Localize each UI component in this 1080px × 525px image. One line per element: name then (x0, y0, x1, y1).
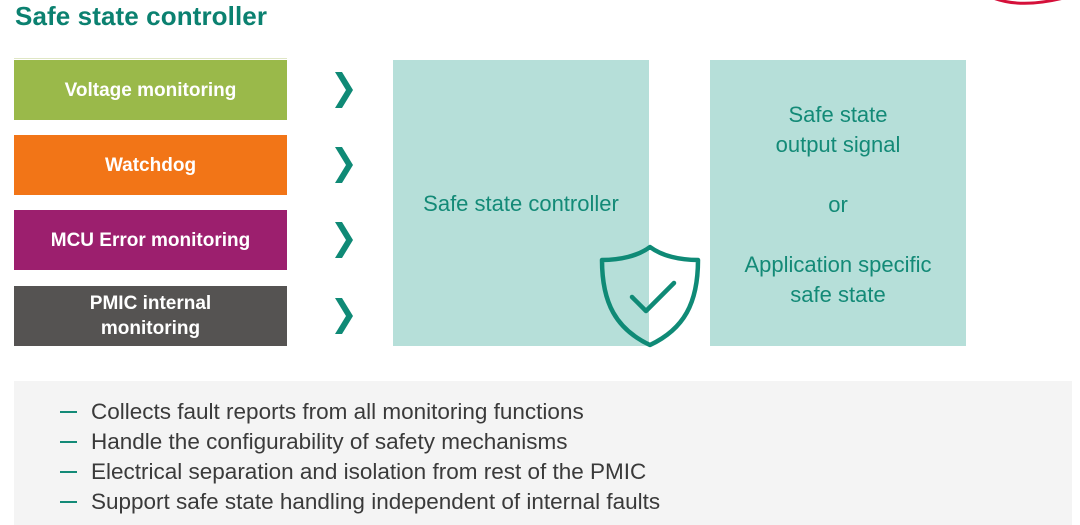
list-item: Support safe state handling independent … (60, 487, 660, 517)
chevron-right-icon (335, 147, 353, 183)
bullet-text: Support safe state handling independent … (91, 489, 661, 514)
safe-state-controller-panel: Safe state controller (393, 60, 649, 346)
input-label: Watchdog (104, 154, 197, 176)
list-item: Handle the configurability of safety mec… (60, 427, 660, 457)
input-mcu-error-monitoring[interactable]: MCU Error monitoring (14, 210, 287, 270)
chevron-right-icon (335, 72, 353, 108)
bullet-list: Collects fault reports from all monitori… (60, 397, 660, 517)
logo-arc-icon (994, 0, 1062, 5)
page-title: Safe state controller (15, 1, 268, 31)
dash-icon (60, 411, 77, 413)
input-label: PMIC internal monitoring (89, 293, 212, 339)
output-line: safe state (790, 282, 886, 307)
list-item: Electrical separation and isolation from… (60, 457, 660, 487)
dash-icon (60, 501, 77, 503)
controller-label: Safe state controller (423, 191, 619, 216)
notes-band (14, 381, 1072, 525)
bullet-text: Electrical separation and isolation from… (91, 459, 647, 484)
bullet-text: Collects fault reports from all monitori… (91, 399, 584, 424)
dash-icon (60, 441, 77, 443)
input-label: MCU Error monitoring (50, 229, 251, 251)
chevron-right-icon (335, 298, 353, 334)
chevron-right-icon (335, 222, 353, 258)
list-item: Collects fault reports from all monitori… (60, 397, 660, 427)
output-line: Application specific (744, 252, 932, 277)
bullet-text: Handle the configurability of safety mec… (91, 429, 568, 454)
output-separator: or (828, 192, 848, 217)
input-watchdog[interactable]: Watchdog (14, 135, 287, 195)
input-label: Voltage monitoring (64, 79, 237, 101)
input-pmic-internal-monitoring[interactable]: PMIC internal monitoring (14, 286, 287, 346)
dash-icon (60, 471, 77, 473)
output-line: Safe state (788, 102, 888, 127)
safe-state-output-panel: Safe state output signal or Application … (710, 60, 966, 346)
output-line: output signal (775, 132, 901, 157)
input-voltage-monitoring[interactable]: Voltage monitoring (14, 60, 287, 120)
shield-check-icon (599, 244, 701, 348)
title-divider (14, 58, 287, 59)
